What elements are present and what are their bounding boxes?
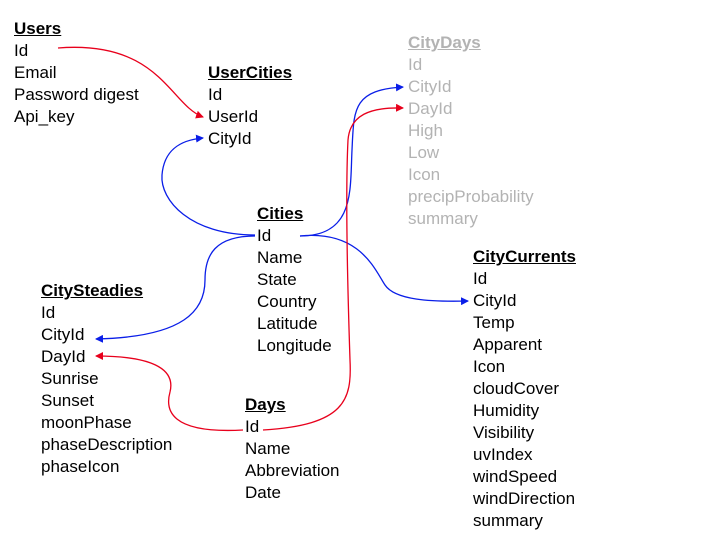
link-cities-id-to-citydays-cityid (299, 83, 404, 237)
field-cityid: CityId (208, 129, 252, 148)
link-users-id-to-usercities-userid (57, 46, 204, 119)
entity-title: Users (14, 19, 62, 38)
field-cloudcover: cloudCover (473, 379, 559, 398)
field-phaseicon: phaseIcon (41, 457, 120, 476)
entity-title: CitySteadies (41, 281, 144, 300)
link-days-id-to-citysteadies-dayid (95, 352, 244, 432)
field-phasedescription: phaseDescription (41, 435, 173, 454)
field-cityid: CityId (408, 77, 452, 96)
field-id: Id (41, 303, 56, 322)
field-email: Email (14, 63, 57, 82)
field-id: Id (208, 85, 223, 104)
entity-cities: Cities Id Name State Country Latitude Lo… (257, 203, 332, 357)
field-id: Id (257, 226, 272, 245)
field-id: Id (473, 269, 488, 288)
entity-title: UserCities (208, 63, 293, 82)
field-winddirection: windDirection (473, 489, 576, 508)
field-api-key: Api_key (14, 107, 75, 126)
field-windspeed: windSpeed (473, 467, 558, 486)
field-id: Id (245, 417, 260, 436)
entity-usercities: UserCities Id UserId CityId (208, 62, 292, 150)
field-userid: UserId (208, 107, 259, 126)
field-cityid: CityId (41, 325, 85, 344)
field-summary: summary (473, 511, 543, 530)
field-summary: summary (408, 209, 478, 228)
field-name: Name (257, 248, 303, 267)
entity-title: CityCurrents (473, 247, 576, 266)
field-longitude: Longitude (257, 336, 332, 355)
field-icon: Icon (473, 357, 506, 376)
field-dayid: DayId (408, 99, 453, 118)
field-visibility: Visibility (473, 423, 535, 442)
field-id: Id (14, 41, 29, 60)
field-date: Date (245, 483, 281, 502)
field-abbreviation: Abbreviation (245, 461, 340, 480)
link-cities-id-to-citycurrents-cityid (299, 234, 469, 306)
field-humidity: Humidity (473, 401, 540, 420)
link-cities-id-to-usercities-cityid (161, 134, 256, 236)
entity-title: CityDays (408, 33, 481, 52)
entity-title: Cities (257, 204, 304, 223)
link-days-id-to-citydays-dayid (262, 103, 404, 431)
link-cities-id-to-citysteadies-cityid (95, 235, 256, 343)
field-dayid: DayId (41, 347, 86, 366)
entity-citydays: CityDays Id CityId DayId High Low Icon p… (408, 32, 534, 230)
field-country: Country (257, 292, 317, 311)
field-precipprobability: precipProbability (408, 187, 534, 206)
field-apparent: Apparent (473, 335, 542, 354)
field-moonphase: moonPhase (41, 413, 132, 432)
field-temp: Temp (473, 313, 515, 332)
field-icon: Icon (408, 165, 441, 184)
field-cityid: CityId (473, 291, 517, 310)
field-high: High (408, 121, 443, 140)
entity-users: Users Id Email Password digest Api_key (14, 18, 139, 128)
field-password-digest: Password digest (14, 85, 139, 104)
entity-days: Days Id Name Abbreviation Date (245, 394, 340, 504)
field-sunrise: Sunrise (41, 369, 99, 388)
entity-citysteadies: CitySteadies Id CityId DayId Sunrise Sun… (41, 280, 172, 478)
entity-citycurrents: CityCurrents Id CityId Temp Apparent Ico… (473, 246, 576, 532)
field-latitude: Latitude (257, 314, 318, 333)
entity-title: Days (245, 395, 286, 414)
field-name: Name (245, 439, 291, 458)
field-state: State (257, 270, 297, 289)
field-sunset: Sunset (41, 391, 94, 410)
field-low: Low (408, 143, 440, 162)
field-id: Id (408, 55, 423, 74)
field-uvindex: uvIndex (473, 445, 533, 464)
